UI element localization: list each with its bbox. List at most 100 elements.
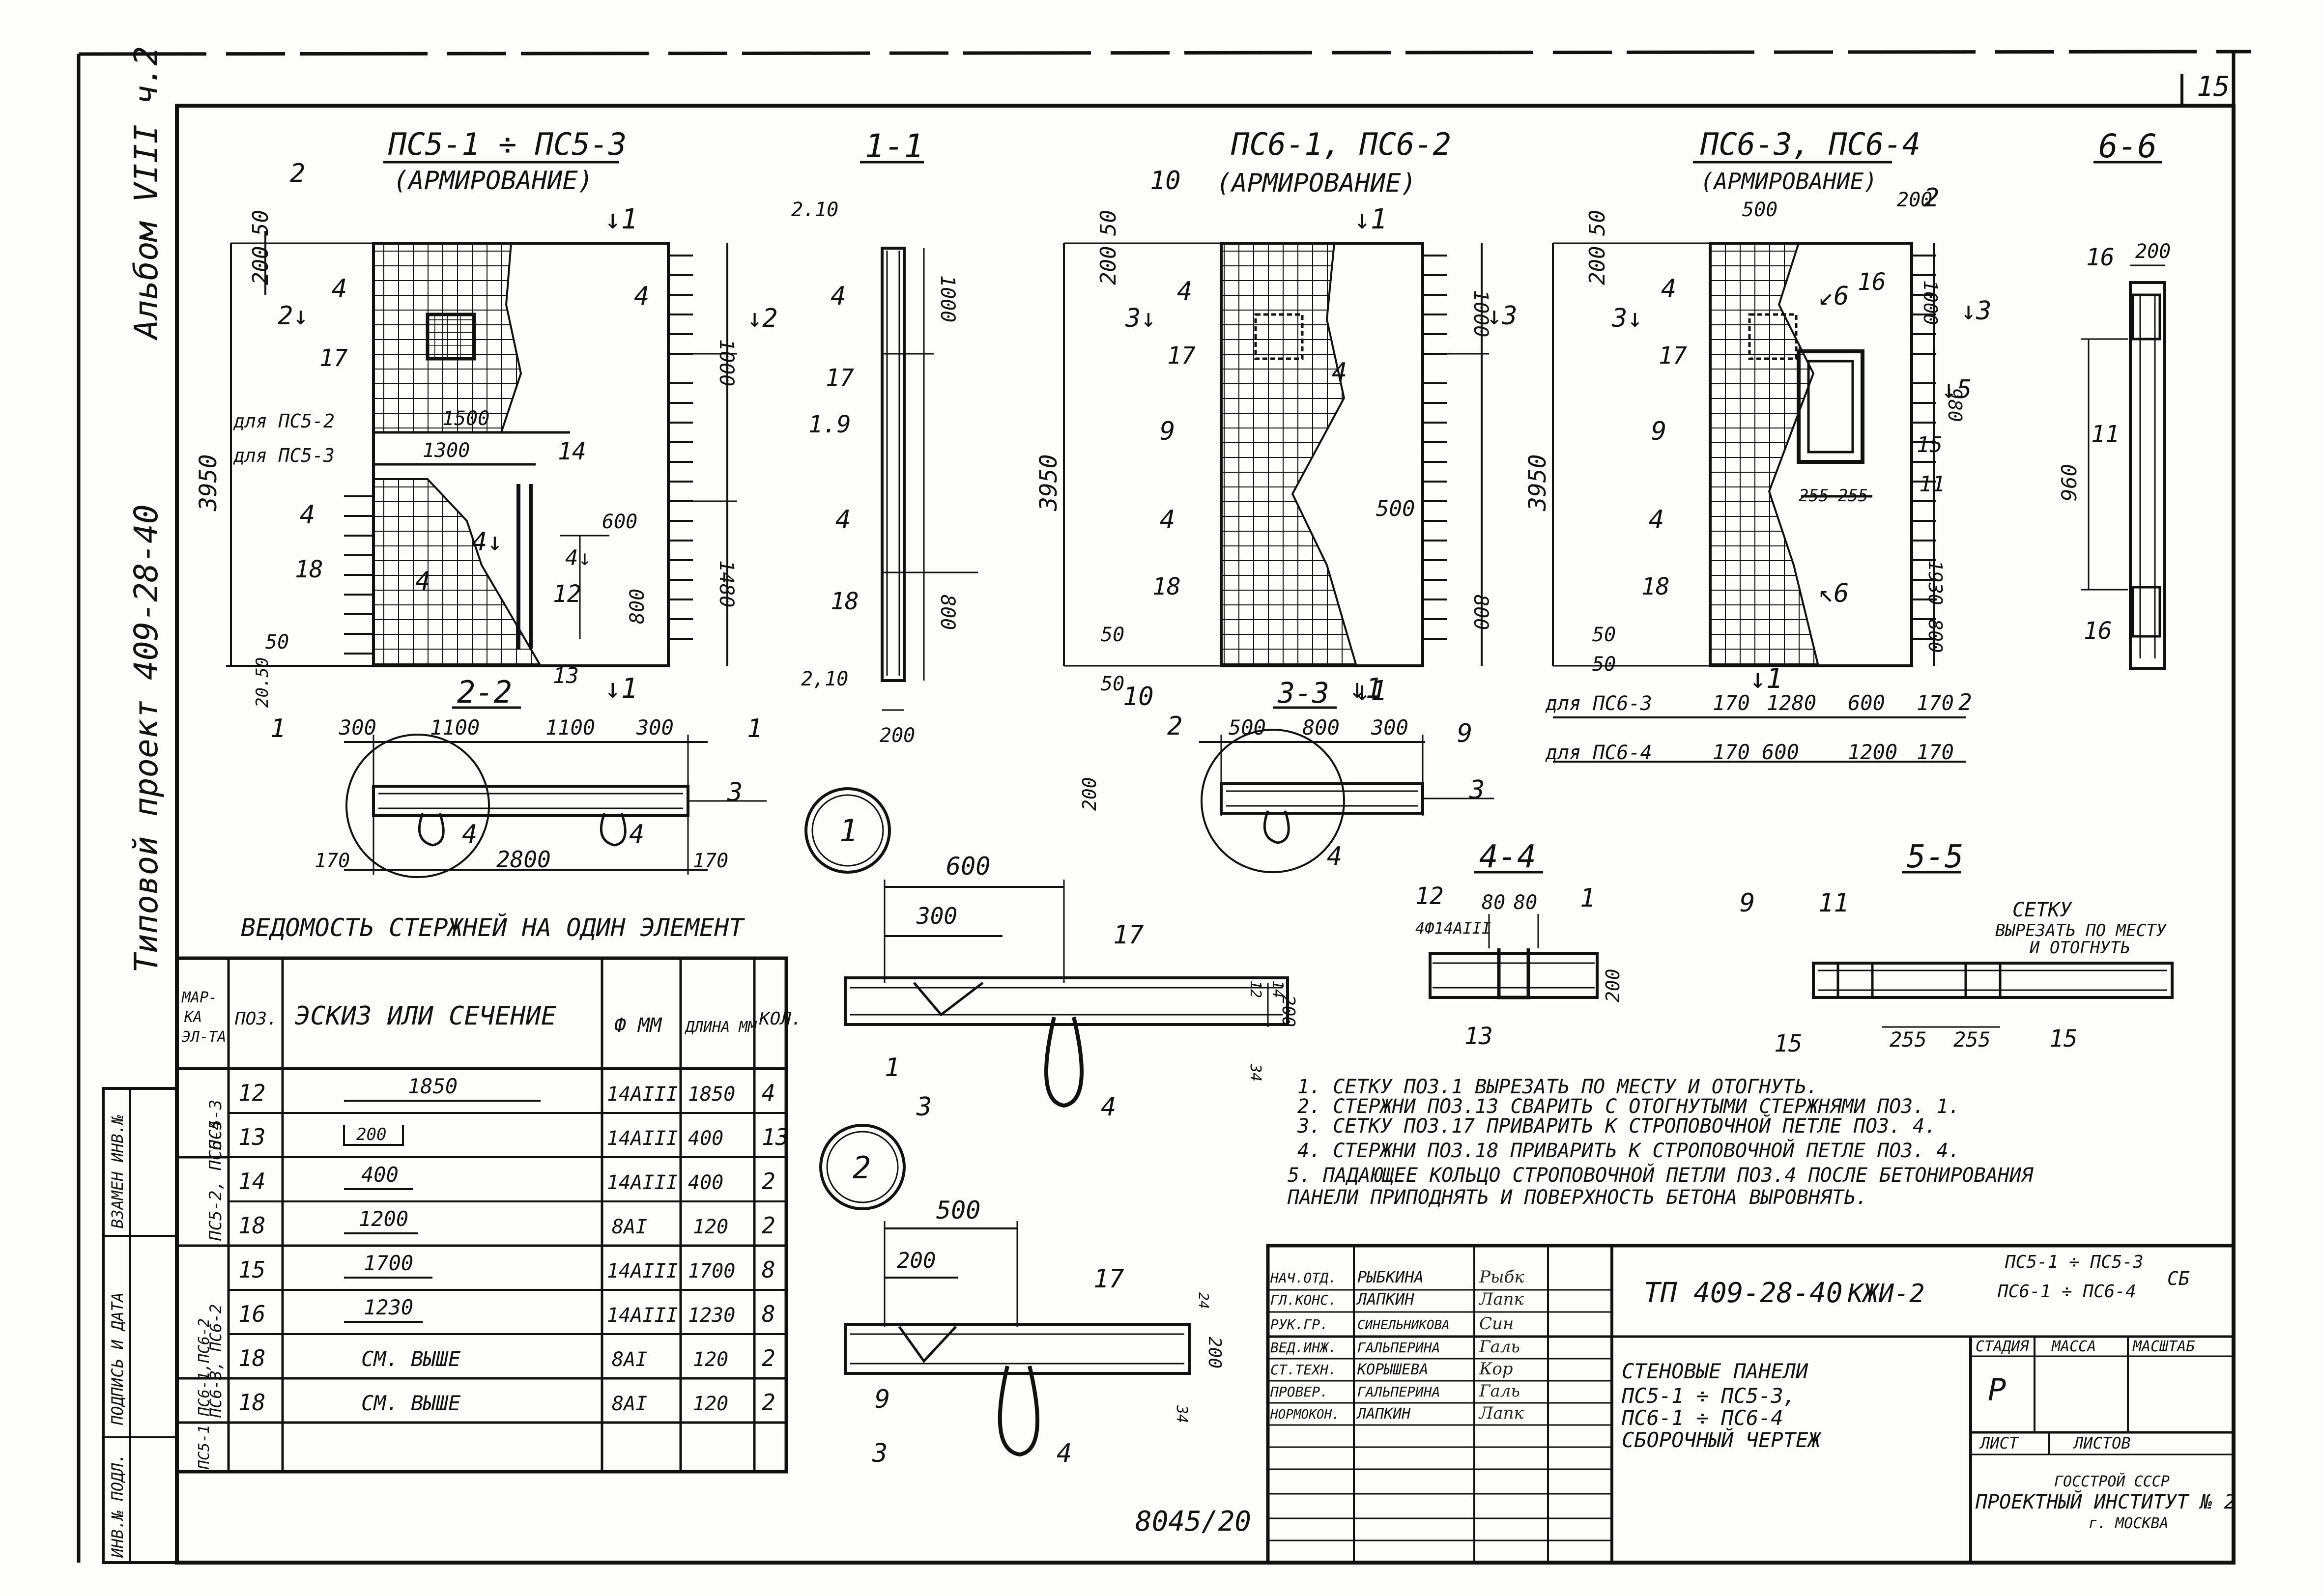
- v1-dim-1500: 1500: [442, 407, 489, 430]
- row8-qty: 2: [762, 1389, 775, 1416]
- sched-h-pos: ПОЗ.: [234, 1009, 278, 1029]
- sec44-dim-200: 200: [1602, 969, 1624, 1002]
- v3-dim-255b: 255: [1838, 486, 1868, 506]
- tb-sheets-label: ЛИСТОВ: [2072, 1434, 2131, 1453]
- section-2-2: 2-2: [344, 674, 767, 878]
- row8-sketch: СМ. ВЫШЕ: [361, 1391, 461, 1415]
- sched-h-mark2: КА: [184, 1009, 202, 1026]
- v3-pos-16: 16: [1858, 268, 1886, 296]
- staff-sign-6: Галь: [1479, 1381, 1520, 1401]
- v1-sec-4: 4↓: [565, 545, 591, 570]
- node2-pos-9: 9: [875, 1385, 890, 1414]
- v3-dim-3950: 3950: [1524, 454, 1551, 512]
- v2-sec-1-top: ↓1: [1354, 203, 1387, 235]
- v3-pos-18: 18: [1641, 573, 1670, 600]
- v1-sec-1-bot: ↓1: [604, 673, 637, 705]
- v2-pos-17: 17: [1167, 342, 1196, 370]
- row7-sketch: СМ. ВЫШЕ: [361, 1347, 461, 1371]
- sched-h-len: ДЛИНА ММ: [684, 1019, 757, 1036]
- row5-dia: 14АIII: [607, 1260, 678, 1282]
- node2-pos-17: 17: [1093, 1264, 1124, 1294]
- v3-pos-4b: 4: [1649, 505, 1664, 535]
- sec33-sec-1: ↓1: [1349, 673, 1382, 705]
- sec11-dim-1000: 1000: [936, 275, 959, 322]
- sec22-dim-2800: 2800: [496, 846, 551, 873]
- v1-pos-12: 12: [553, 580, 581, 608]
- v3-dim-500: 500: [1742, 199, 1777, 221]
- v3-dim-1280: 1280: [1767, 691, 1816, 715]
- tb-marks-2: ПС6-1 ÷ ПС6-4: [1997, 1282, 2136, 1302]
- sec11-pos-4b: 4: [835, 505, 851, 535]
- project-label: Типовой проект 409-28-40: [127, 504, 165, 973]
- sec44-rod: 4Ф14АIII: [1415, 919, 1491, 938]
- sec44-pos-1: 1: [1580, 884, 1595, 913]
- sec44-pos-13: 13: [1464, 1023, 1493, 1050]
- v2-pos-18: 18: [1152, 573, 1181, 600]
- v1-dim-1480: 1480: [715, 560, 738, 607]
- sec55-note-3: И ОТОГНУТЬ: [2029, 938, 2130, 958]
- v2-pos-9: 9: [1160, 417, 1175, 446]
- v1-pos-13: 13: [553, 663, 579, 688]
- sec55-pos-9: 9: [1740, 888, 1755, 918]
- sec55-pos-15a: 15: [1774, 1030, 1803, 1057]
- v2-pos-10b: 10: [1123, 682, 1154, 712]
- v3-sec-3b: ↓3: [1961, 296, 1992, 326]
- row2-pos: 13: [238, 1124, 265, 1150]
- left-stamp-strip: [102, 1087, 178, 1564]
- sec33-dim-900: 300: [1371, 715, 1408, 740]
- row6-pos: 16: [238, 1301, 265, 1327]
- v2-sec-3b: ↓3: [1487, 301, 1518, 331]
- row7-dia: 8АI: [612, 1348, 647, 1371]
- v3-pos-17: 17: [1659, 342, 1687, 370]
- sec66-pos-16a: 16: [2086, 244, 2115, 271]
- sec11-pos-18: 18: [831, 588, 859, 615]
- table-row: 18 1200 8АI 120 2: [238, 1207, 775, 1239]
- note-2: 2. СТЕРЖНИ ПОЗ.13 СВАРИТЬ С ОТОГНУТЫМИ С…: [1297, 1095, 1960, 1118]
- v2-dim-50b: 50: [1101, 624, 1124, 646]
- row4-dia: 8АI: [612, 1216, 647, 1238]
- sched-h-qty: КОЛ.: [759, 1009, 802, 1029]
- node2-dim-34: 34: [1173, 1405, 1190, 1423]
- view3-title: ПС6-3, ПС6-4: [1700, 126, 1921, 162]
- sec55-dim-255a: 255: [1890, 1027, 1927, 1052]
- node1-dim-600: 600: [946, 852, 990, 881]
- table-row: 16 1230 14АIII 1230 8: [238, 1295, 775, 1327]
- v1-dim-50b: 50: [265, 631, 289, 654]
- v2-pos-4c: 4: [1332, 358, 1347, 387]
- view-ps6-3-4-reinforcement: ПС6-3, ПС6-4 (АРМИРОВАНИЕ): [1552, 126, 1966, 763]
- staff-role-6: ПРОВЕР.: [1270, 1384, 1328, 1400]
- staff-sign-1: Рыбк: [1479, 1267, 1524, 1287]
- sec11-pos-17: 17: [826, 364, 854, 392]
- row3-pos: 14: [238, 1168, 265, 1195]
- node2-dim-24: 24: [1196, 1292, 1212, 1309]
- note-5: 5. ПАДАЮЩЕЕ КОЛЬЦО СТРОПОВОЧНОЙ ПЕТЛИ ПО…: [1288, 1163, 2034, 1187]
- node-1: 1: [804, 787, 1289, 1108]
- sec55-dim-255b: 255: [1953, 1027, 1991, 1052]
- row8-dia: 8АI: [612, 1393, 647, 1415]
- node2-pos-4: 4: [1057, 1439, 1072, 1468]
- row4-qty: 2: [762, 1212, 775, 1239]
- v2-dim-800: 800: [1469, 595, 1492, 630]
- table-row: 15 1700 14АIII 1700 8: [238, 1251, 775, 1283]
- sec55-title: 5-5: [1907, 839, 1964, 875]
- v1-dim-200: 200: [248, 246, 273, 285]
- sched-h-mark3: ЭЛ-ТА: [182, 1028, 226, 1046]
- row8-pos: 18: [238, 1389, 265, 1416]
- view3-subtitle: (АРМИРОВАНИЕ): [1700, 168, 1877, 195]
- staff-name-7: ЛАПКИН: [1356, 1405, 1411, 1423]
- tb-org-3: г. МОСКВА: [2089, 1515, 2169, 1532]
- sec33-pos-2: 2: [1167, 712, 1182, 741]
- sec55-pos-15b: 15: [2049, 1025, 2078, 1053]
- sec55-pos-11: 11: [1818, 888, 1849, 918]
- tb-sheet-label: ЛИСТ: [1979, 1434, 2019, 1453]
- v3-dim-1930: 1930: [1924, 560, 1946, 605]
- node1-dim-14: 14: [1269, 980, 1286, 998]
- v1-pos-2: 2: [290, 159, 305, 188]
- node1-pos-3: 3: [916, 1092, 932, 1122]
- row8-len: 120: [693, 1393, 728, 1415]
- sec22-title: 2-2: [457, 674, 512, 710]
- row7-pos: 18: [238, 1345, 265, 1371]
- sec22-dim-1100b: 1100: [545, 715, 595, 740]
- archive-stamp: 8045/20: [1135, 1506, 1251, 1538]
